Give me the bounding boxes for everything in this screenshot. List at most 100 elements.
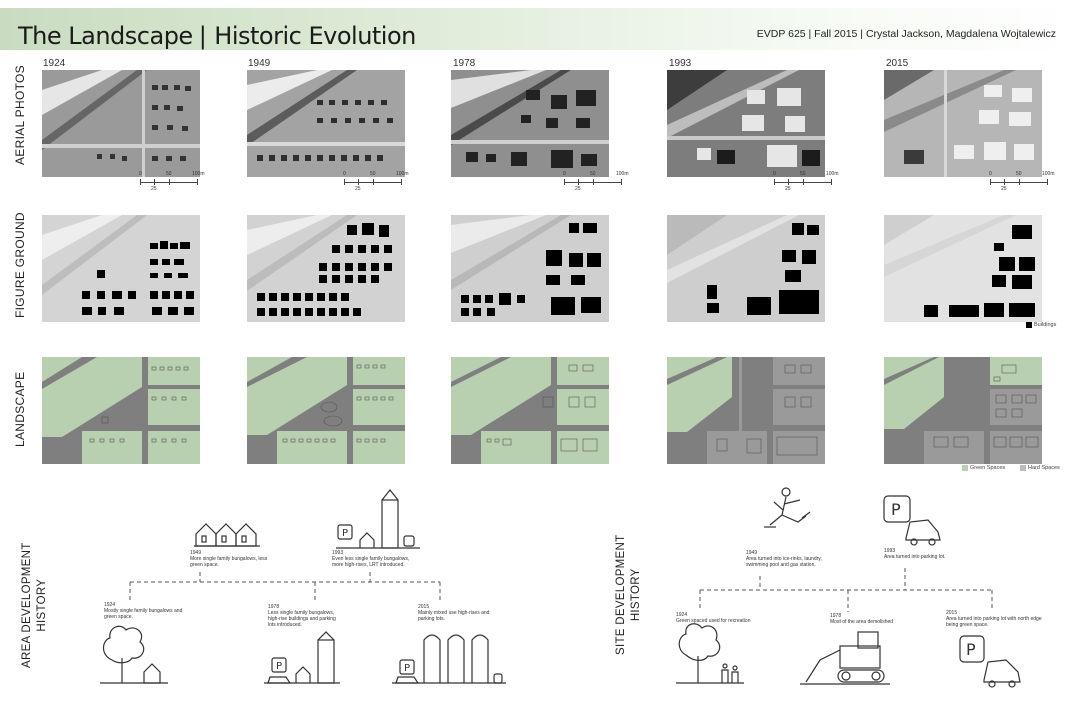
scale-label-100: 100m [1042,171,1055,177]
parking-glyph-1993: P [342,528,348,539]
site-note-1949-text: Area turned into ice-rinks, laundry, swi… [746,556,822,568]
figure-ground-1978 [451,215,609,322]
area-note-1949-year: 1949 [190,550,202,556]
year-label-1924: 1924 [43,58,66,69]
area-note-1993: 1993 Even less single family bungalows, … [332,550,420,568]
area-note-2015-text: Mainly mixed use high-rises and parking … [418,610,490,622]
scale-label-25: 25 [1001,186,1007,192]
scale-bar-1949: 0 50 100m 25 [343,171,409,192]
year-label-1978: 1978 [453,58,476,69]
area-note-1924: 1924 Mostly single family bungalows and … [104,602,184,620]
legend-text-hard: Hard Spaces [1028,465,1060,471]
scale-bar-1978: 0 50 100m 25 [563,171,629,192]
aerial-photo-2015 [884,70,1042,177]
aerial-photo-1978 [451,70,609,177]
legend-text-green: Green Spaces [970,465,1006,471]
figure-ground-2015 [884,215,1042,322]
area-note-1924-text: Mostly single family bungalows and green… [104,608,183,620]
site-note-2015-year: 2015 [946,610,958,616]
course-credits: EVDP 625 | Fall 2015 | Crystal Jackson, … [756,28,1056,40]
area-note-1949-text: More single family bungalows, less green… [190,556,268,568]
landscape-map-1993 [667,357,825,464]
legend-swatch-green [962,465,968,471]
legend-swatch-hard [1020,465,1026,471]
area-note-1924-year: 1924 [104,602,116,608]
figure-ground-1949 [247,215,405,322]
landscape-map-1949 [247,357,405,464]
landscape-map-2015 [884,357,1042,464]
legend-text-buildings: Buildings [1034,322,1057,328]
site-note-1993-year: 1993 [884,548,896,554]
scale-label-100: 100m [396,171,409,177]
bungalows-icon-1949 [194,523,260,547]
figure-ground-1924 [42,215,200,322]
legend-green-spaces: Green Spaces [962,465,1005,471]
area-note-1949: 1949 More single family bungalows, less … [190,550,268,568]
scale-label-0: 0 [343,171,346,177]
aerial-photo-1993 [667,70,825,177]
site-note-1949: 1949 Area turned into ice-rinks, laundry… [746,550,838,568]
scale-bar-1924: 0 50 100m 25 [139,171,205,192]
scale-label-50: 50 [166,171,172,177]
parking-glyph-site-1993: P [891,500,901,519]
scale-label-0: 0 [773,171,776,177]
bulldozer-icon-1978 [800,631,890,685]
area-note-1993-year: 1993 [332,550,344,556]
scale-label-100: 100m [192,171,205,177]
landscape-map-1924 [42,357,200,464]
scale-label-0: 0 [563,171,566,177]
site-note-1978-year: 1978 [830,613,842,619]
site-note-1978: 1978 Most of the area demolished [830,613,900,625]
highrise-parking-lrt-icon-1993: P [336,489,420,549]
title-separator: | [198,22,207,50]
scale-label-25: 25 [575,186,581,192]
ice-skater-icon-1949 [764,487,811,528]
title-subtitle: Historic Evolution [214,22,416,50]
parking-car-icon-2015: P [959,635,1021,688]
legend-swatch-buildings [1026,322,1032,328]
scale-label-100: 100m [616,171,629,177]
site-note-1924: 1924 Green spaced used for recreation [676,612,762,624]
parking-car-icon-1993: P [883,495,941,546]
site-note-1924-text: Green spaced used for recreation [676,618,751,624]
legend-hard-spaces: Hard Spaces [1020,465,1060,471]
site-note-2015-text: Area turned into parking lot with north … [946,616,1042,628]
parking-glyph-2015: P [404,663,410,674]
scale-label-0: 0 [139,171,142,177]
landscape-map-1978 [451,357,609,464]
site-note-1993-text: Area turned into parking lot. [884,554,946,560]
parking-glyph-1978: P [276,661,282,672]
scale-label-25: 25 [355,186,361,192]
page-title: The Landscape|Historic Evolution [18,22,416,50]
scale-label-50: 50 [590,171,596,177]
figure-ground-1993 [667,215,825,322]
mixed-use-highrises-icon-2015: P [392,634,506,684]
aerial-photo-1949 [247,70,405,177]
title-main: The Landscape [18,22,193,50]
scale-label-50: 50 [1016,171,1022,177]
year-label-2015: 2015 [886,58,909,69]
scale-label-50: 50 [370,171,376,177]
scale-label-25: 25 [785,186,791,192]
area-note-1978: 1978 Less single family bungalows, high-… [268,604,344,628]
parking-glyph-site-2015: P [966,640,976,659]
site-note-1924-year: 1924 [676,612,688,618]
aerial-photo-1924 [42,70,200,177]
tree-recreation-icon-1924 [676,623,744,684]
area-note-2015-year: 2015 [418,604,430,610]
area-note-2015: 2015 Mainly mixed use high-rises and par… [418,604,498,622]
scale-label-0: 0 [989,171,992,177]
scale-label-50: 50 [800,171,806,177]
area-note-1978-text: Less single family bungalows, high-rise … [268,610,336,628]
site-note-1949-year: 1949 [746,550,758,556]
year-label-1949: 1949 [248,58,271,69]
area-note-1978-year: 1978 [268,604,280,610]
scale-label-100: 100m [826,171,839,177]
area-note-1993-text: Even less single family bungalows, more … [332,556,410,568]
site-note-1978-text: Most of the area demolished [830,619,894,625]
year-label-1993: 1993 [669,58,692,69]
title-banner: The Landscape|Historic Evolution EVDP 62… [0,8,1080,50]
